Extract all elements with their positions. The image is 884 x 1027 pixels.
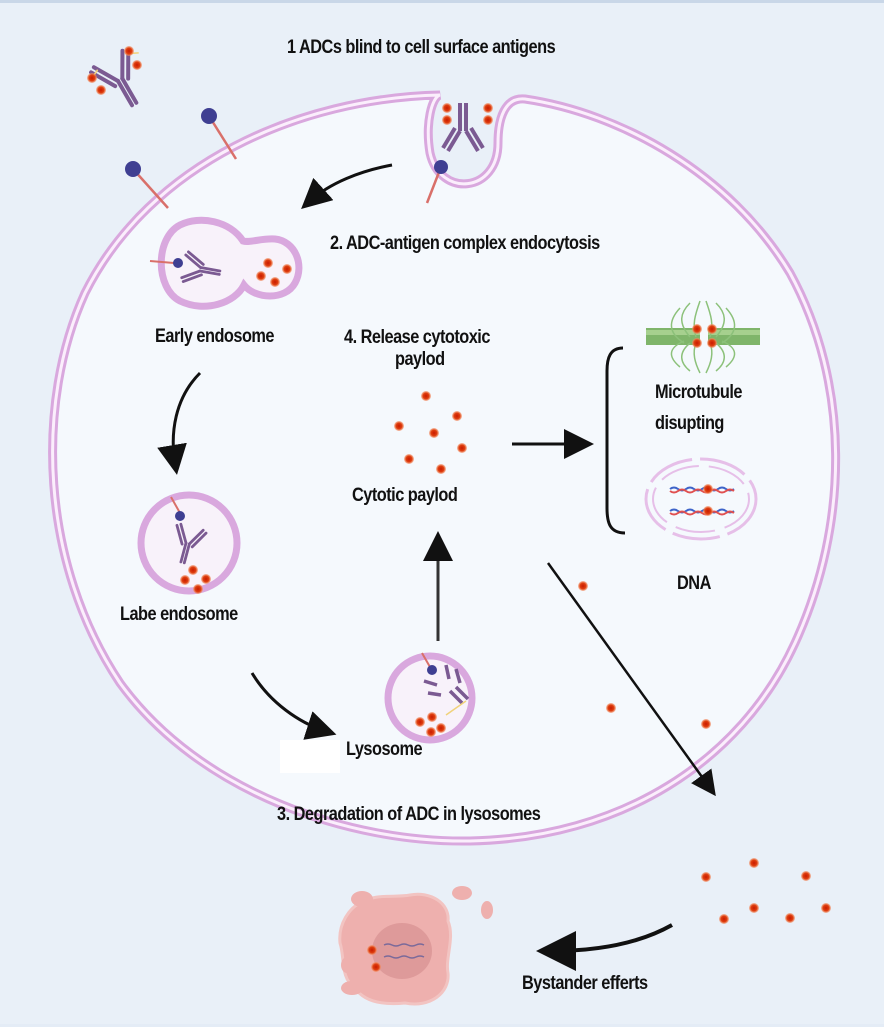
step1-label: 1 ADCs blind to cell surface antigens [287,37,556,58]
cytotoxic-payload-label: Cytotic paylod [352,485,458,506]
step4-label-line1: 4. Release cytotoxic [344,327,490,348]
bystander-arrow [536,923,673,971]
late-endosome-icon [137,491,241,595]
label-mask [280,740,340,773]
microtubule-label-line2: disupting [655,413,724,434]
endocytosis-arrow [301,163,393,210]
diagram-canvas [48,46,841,1006]
late-endosome-label: Labe endosome [120,604,238,625]
targets-bracket [605,346,626,535]
efflux-arrow [546,562,716,797]
microtubule-icon [646,300,760,374]
antigen-icon [201,108,238,160]
step3-label: 3. Degradation of ADC in lysosomes [277,804,541,825]
free-adc-icon [87,46,155,117]
extracellular-payloads [701,858,831,924]
early-endosome-label: Early endosome [155,326,275,347]
dna-label: DNA [677,573,711,594]
early-endosome-icon [149,216,303,310]
microtubule-label-line1: Microtubule [655,382,742,403]
bound-adc-icon [441,103,485,153]
step4-label-line2: paylod [395,349,445,370]
lysosome-label: Lysosome [346,739,423,760]
antigen-icon [125,161,169,209]
bystander-label: Bystander efferts [522,973,648,994]
maturation-arrow [157,371,202,475]
lysosome-arrow [250,672,337,740]
dna-icon [644,457,758,541]
bystander-cell-icon [338,886,493,1006]
lysosome-icon [384,652,476,744]
step2-label: 2. ADC-antigen complex endocytosis [330,233,600,254]
antigen-icon [425,160,448,204]
